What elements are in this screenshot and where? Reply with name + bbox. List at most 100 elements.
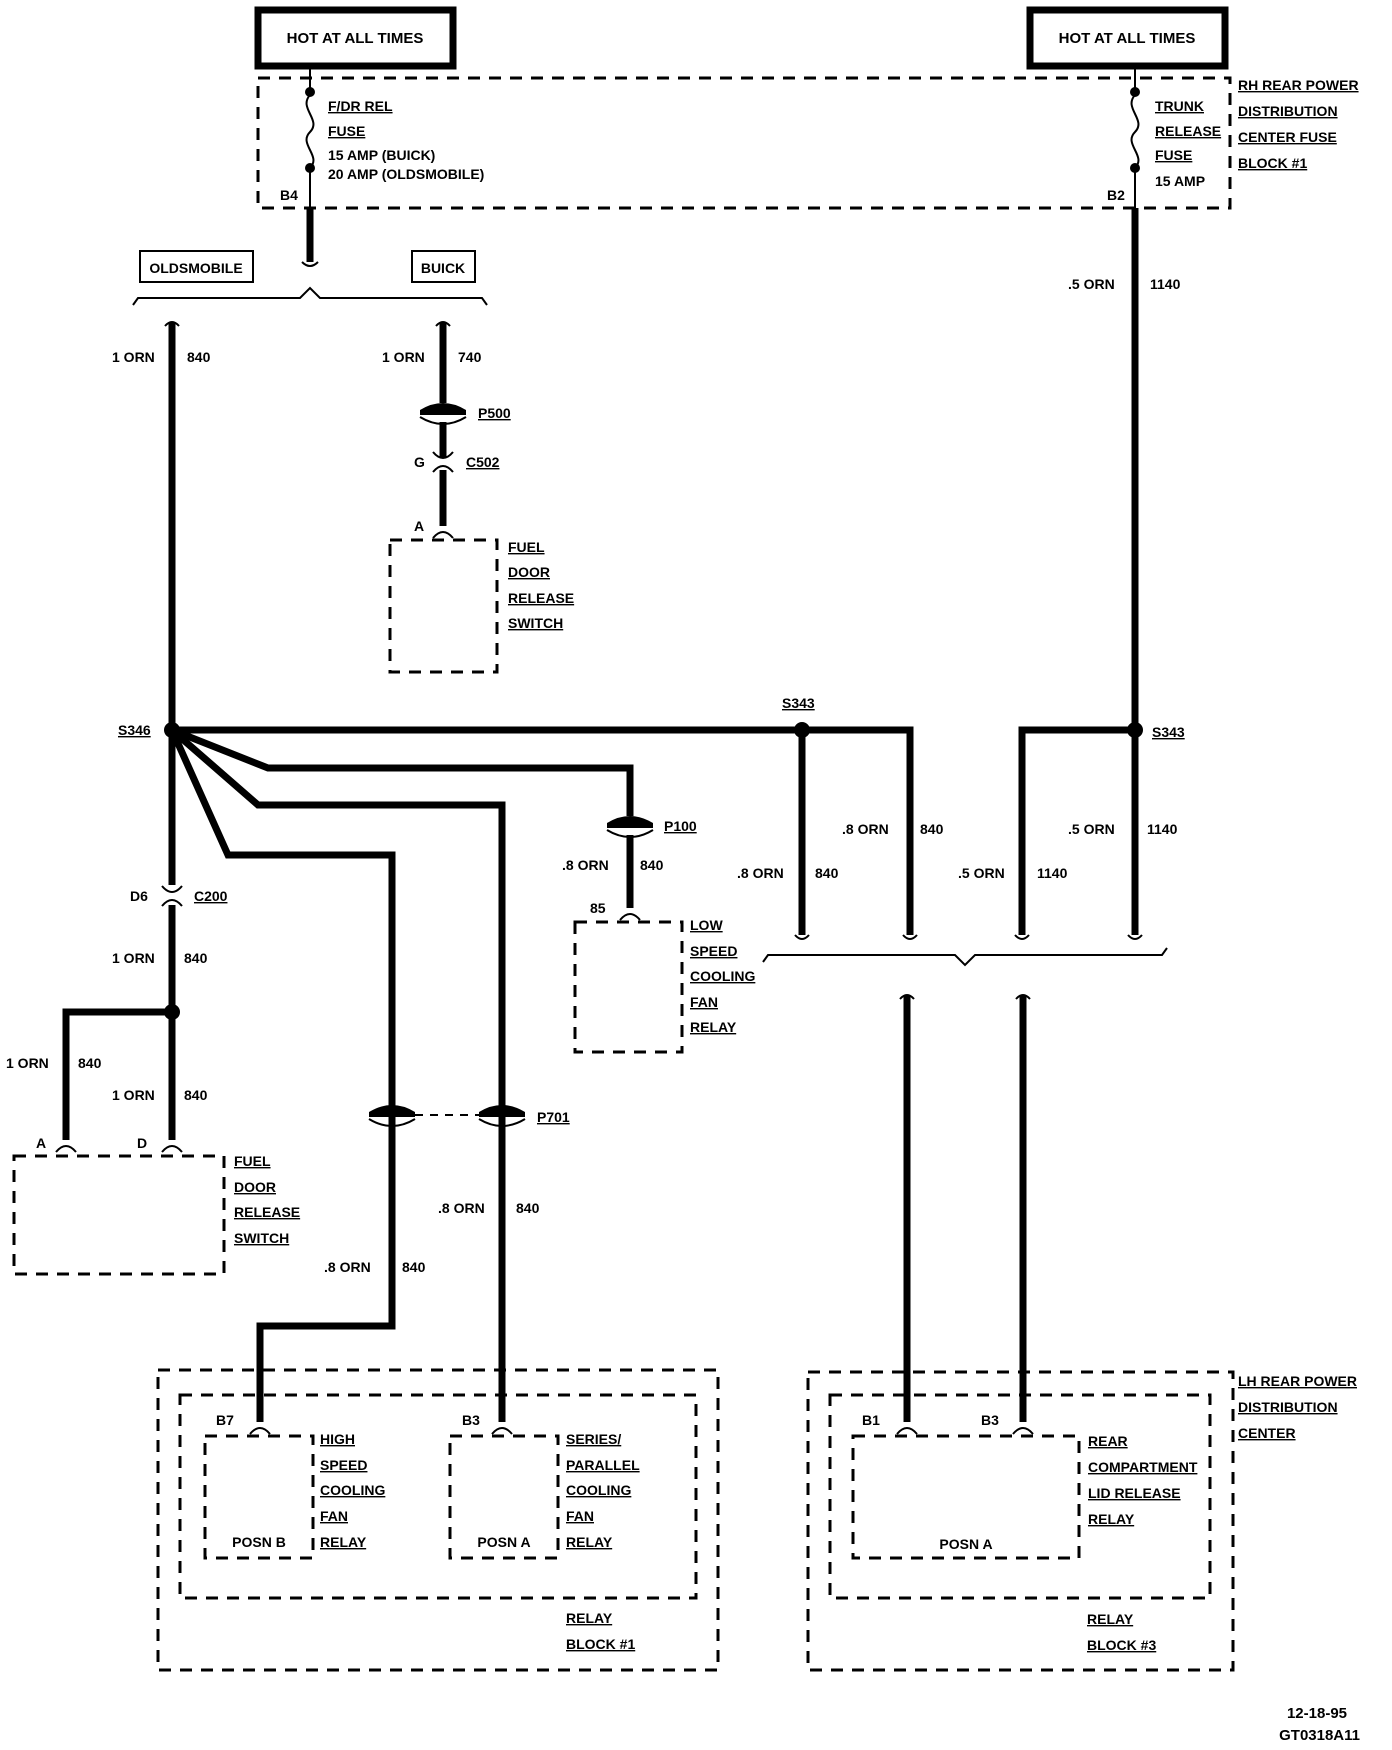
fuel-door-release-switch-left-label: FUEL DOOR RELEASE SWITCH xyxy=(234,1153,300,1246)
p500-label: P500 xyxy=(478,405,511,421)
svg-text:HIGH: HIGH xyxy=(320,1431,355,1447)
wire-pin-d-circuit: 840 xyxy=(184,1087,208,1103)
svg-text:FAN: FAN xyxy=(566,1508,594,1524)
wire-series-circuit: 840 xyxy=(516,1200,540,1216)
wire-splice-to-pin-a xyxy=(62,1008,172,1140)
wire-1140-down-gauge: .5 ORN xyxy=(1068,821,1115,837)
c502-pin: G xyxy=(414,454,425,470)
b3-right-label: B3 xyxy=(981,1412,999,1428)
connector-p701-left xyxy=(368,1105,416,1127)
svg-text:DISTRIBUTION: DISTRIBUTION xyxy=(1238,1399,1338,1415)
wire-buick-circuit: 740 xyxy=(458,349,482,365)
wire-s343-down-gauge: .8 ORN xyxy=(737,865,784,881)
connector-c502 xyxy=(432,451,454,473)
pin-b7 xyxy=(249,1427,271,1435)
s346-label: S346 xyxy=(118,722,151,738)
svg-text:RELEASE: RELEASE xyxy=(1155,123,1221,139)
footer-date: 12-18-95 xyxy=(1287,1705,1347,1722)
svg-text:LID RELEASE: LID RELEASE xyxy=(1088,1485,1181,1501)
c502-label: C502 xyxy=(466,454,500,470)
connector-p701-right xyxy=(478,1105,526,1127)
svg-text:CENTER: CENTER xyxy=(1238,1425,1296,1441)
wire-1140-down-circuit: 1140 xyxy=(1147,821,1178,837)
series-parallel-relay-label: SERIES/ PARALLEL COOLING FAN RELAY xyxy=(566,1431,640,1550)
high-speed-cooling-fan-relay xyxy=(203,1434,315,1560)
wire-1140-branch-circuit: 1140 xyxy=(1037,865,1068,881)
left-switch-pin-a: A xyxy=(36,1135,46,1151)
wire-s346-to-high-relay xyxy=(168,728,396,1400)
svg-text:RELEASE: RELEASE xyxy=(234,1204,300,1220)
p100-pin: 85 xyxy=(590,900,606,916)
svg-text:RH REAR POWER: RH REAR POWER xyxy=(1238,77,1359,93)
svg-text:15 AMP (BUICK): 15 AMP (BUICK) xyxy=(328,147,435,163)
connector-p500 xyxy=(419,403,467,425)
svg-text:FUEL: FUEL xyxy=(234,1153,271,1169)
wire-buick-gauge: 1 ORN xyxy=(382,349,425,365)
svg-text:COOLING: COOLING xyxy=(566,1482,631,1498)
fdr-rel-fuse-label: F/DR REL FUSE 15 AMP (BUICK) 20 AMP (OLD… xyxy=(328,98,484,182)
wire-break-4 xyxy=(1127,934,1143,940)
oldsmobile-label: OLDSMOBILE xyxy=(149,260,242,276)
fdr-rel-fuse xyxy=(305,66,315,208)
left-switch-pin-d: D xyxy=(137,1135,147,1151)
wire-olds-gauge: 1 ORN xyxy=(112,349,155,365)
svg-text:CENTER FUSE: CENTER FUSE xyxy=(1238,129,1337,145)
fuel-door-release-switch-top-label: FUEL DOOR RELEASE SWITCH xyxy=(508,539,574,631)
s343-top-label: S343 xyxy=(782,695,815,711)
svg-text:FAN: FAN xyxy=(690,994,718,1010)
svg-text:PARALLEL: PARALLEL xyxy=(566,1457,640,1473)
fuel-door-release-switch-top xyxy=(388,538,499,674)
rear-compartment-lid-release-relay xyxy=(851,1434,1081,1560)
lh-rear-pdc-title: LH REAR POWER DISTRIBUTION CENTER xyxy=(1238,1373,1357,1441)
svg-text:RELEASE: RELEASE xyxy=(508,590,574,606)
oldsmobile-box xyxy=(139,250,254,283)
rear-relay-posn: POSN A xyxy=(939,1536,992,1552)
pin-b3-right xyxy=(1012,1427,1034,1435)
svg-text:F/DR REL: F/DR REL xyxy=(328,98,393,114)
c200-label: C200 xyxy=(194,888,228,904)
pin-b2: B2 xyxy=(1107,187,1125,203)
svg-text:COOLING: COOLING xyxy=(690,968,755,984)
p701-label: P701 xyxy=(537,1109,570,1125)
svg-text:BLOCK #3: BLOCK #3 xyxy=(1087,1637,1156,1653)
series-relay-posn: POSN A xyxy=(477,1534,530,1550)
wire-s346-to-series-relay xyxy=(169,727,506,1395)
svg-text:COOLING: COOLING xyxy=(320,1482,385,1498)
high-speed-relay-label: HIGH SPEED COOLING FAN RELAY xyxy=(320,1431,385,1550)
svg-text:RELAY: RELAY xyxy=(1087,1611,1134,1627)
pin-a-left-switch xyxy=(55,1145,77,1153)
wire-high-gauge: .8 ORN xyxy=(324,1259,371,1275)
svg-text:BLOCK #1: BLOCK #1 xyxy=(1238,155,1307,171)
svg-text:RELAY: RELAY xyxy=(1088,1511,1135,1527)
svg-text:DOOR: DOOR xyxy=(508,564,550,580)
rear-compartment-relay-label: REAR COMPARTMENT LID RELEASE RELAY xyxy=(1088,1433,1198,1527)
svg-text:COMPARTMENT: COMPARTMENT xyxy=(1088,1459,1198,1475)
wire-p100-gauge: .8 ORN xyxy=(562,857,609,873)
svg-text:FUSE: FUSE xyxy=(328,123,365,139)
pin-b3-left xyxy=(491,1427,513,1435)
trunk-release-fuse-label: TRUNK RELEASE FUSE 15 AMP xyxy=(1155,98,1221,189)
wire-s343-right-branch xyxy=(802,726,914,935)
relay-block-1-outer xyxy=(156,1368,720,1672)
buick-box xyxy=(411,250,476,283)
svg-text:FUEL: FUEL xyxy=(508,539,545,555)
wire-pin-a-gauge: 1 ORN xyxy=(6,1055,49,1071)
b1-label: B1 xyxy=(862,1412,880,1428)
wire-c200-gauge: 1 ORN xyxy=(112,950,155,966)
pin-a-top-switch xyxy=(432,531,454,539)
high-relay-posn: POSN B xyxy=(232,1534,286,1550)
relay-block-3-inner xyxy=(828,1393,1212,1600)
wire-1140-circuit: 1140 xyxy=(1150,276,1181,292)
rh-fuse-block-title: RH REAR POWER DISTRIBUTION CENTER FUSE B… xyxy=(1238,77,1359,171)
wire-s343-branch-circuit: 840 xyxy=(920,821,944,837)
wire-s343-right-left-branch xyxy=(1018,726,1135,935)
trunk-release-fuse xyxy=(1130,66,1140,208)
svg-text:RELAY: RELAY xyxy=(566,1610,613,1626)
b3-left-label: B3 xyxy=(462,1412,480,1428)
svg-text:TRUNK: TRUNK xyxy=(1155,98,1204,114)
svg-text:LOW: LOW xyxy=(690,917,723,933)
fuel-door-release-switch-left xyxy=(12,1154,226,1276)
connector-c200 xyxy=(161,885,183,907)
b7-label: B7 xyxy=(216,1412,234,1428)
wire-break-3 xyxy=(1014,934,1030,940)
